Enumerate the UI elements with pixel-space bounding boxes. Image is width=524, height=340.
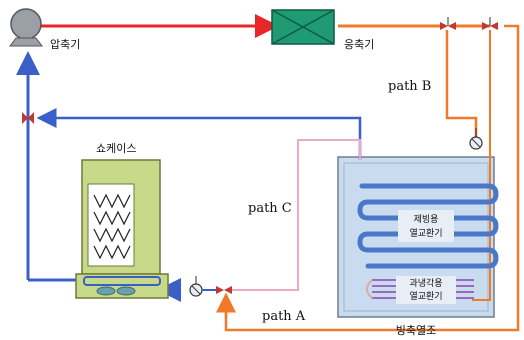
- solenoid-valve-2: [482, 17, 498, 30]
- compressor-icon: [10, 8, 42, 40]
- compressor-label: 압축기: [50, 38, 80, 51]
- check-valve-icon: [22, 112, 34, 124]
- compressor: [9, 8, 43, 47]
- showcase-label: 쇼케이스: [96, 142, 136, 155]
- defrost-heat-exchanger-coil: [357, 183, 499, 269]
- subcool-hx-label-2: 열교환기: [409, 290, 442, 302]
- suction-lines: [15, 51, 362, 302]
- path-b-label: path B: [388, 79, 431, 94]
- compressor-base: [9, 37, 43, 47]
- condenser: [271, 9, 335, 45]
- defrost-hx-label-2: 열교환기: [409, 227, 442, 239]
- tank-inner: [343, 162, 489, 312]
- solenoid-valve-1: [440, 17, 456, 30]
- check-valve: [22, 112, 34, 124]
- path-b-pipe: [445, 30, 478, 138]
- showcase: [75, 159, 169, 299]
- fan-icon: [96, 286, 136, 296]
- expansion-valve-b: [469, 128, 483, 150]
- solenoid-valve-3: [216, 286, 232, 294]
- condenser-label: 응축기: [344, 38, 374, 51]
- path-c-label: path C: [248, 201, 292, 216]
- hot-gas-lines: [216, 24, 520, 332]
- showcase-coil: [83, 276, 161, 286]
- path-a-pipe: [224, 24, 520, 332]
- showcase-evaporator-coil: [93, 193, 131, 260]
- solenoid-valve-icon: [216, 286, 232, 294]
- expansion-valve-showcase: [189, 276, 203, 297]
- hot-gas-return: [472, 30, 491, 301]
- defrost-hx-label-1: 제빙용: [414, 214, 439, 225]
- path-c-pipe: [230, 139, 361, 291]
- storage-tank-label: 빙축열조: [396, 324, 436, 337]
- path-a-label: path A: [262, 309, 306, 324]
- subcool-hx-label-1: 과냉각용: [409, 277, 442, 289]
